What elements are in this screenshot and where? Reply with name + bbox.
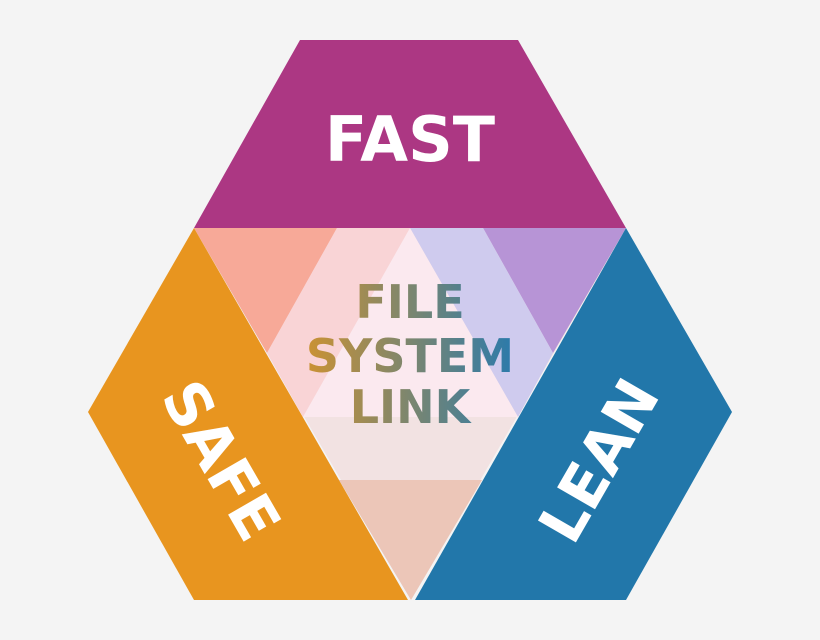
fast-lean-overlap bbox=[483, 228, 626, 353]
center-title-line-2: SYSTEM bbox=[306, 329, 514, 383]
fast-safe-inner-region bbox=[267, 228, 410, 417]
fast-segment bbox=[194, 40, 626, 228]
fast-label: FAST bbox=[325, 103, 495, 176]
safe-fast-overlap bbox=[194, 228, 337, 353]
center-title-line-1: FILE bbox=[355, 275, 464, 329]
safe-segment bbox=[88, 228, 408, 600]
safe-lean-overlap bbox=[339, 480, 482, 600]
center-title-line-3: LINK bbox=[350, 380, 473, 434]
lean-segment bbox=[415, 228, 732, 600]
center-core-triangle bbox=[303, 228, 518, 417]
fast-lean-inner-region bbox=[410, 228, 553, 417]
